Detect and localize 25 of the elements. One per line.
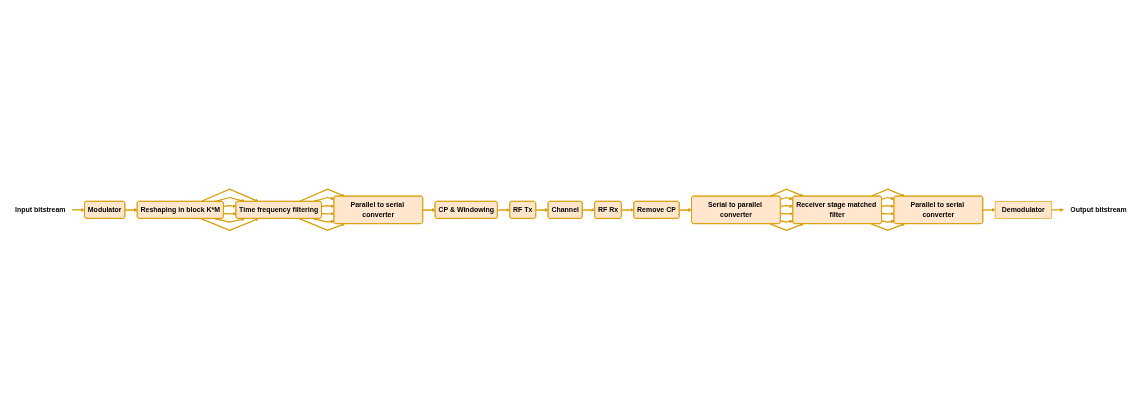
- arrow: [321, 203, 335, 208]
- arrow: [298, 217, 345, 231]
- arrow: [780, 211, 794, 216]
- arrow: [535, 207, 549, 212]
- arrow: [71, 207, 85, 212]
- arrow: [321, 211, 335, 216]
- arrow: [582, 207, 596, 212]
- arrow: [881, 211, 895, 216]
- arrow: [621, 207, 635, 212]
- arrow: [881, 203, 895, 208]
- arrow: [223, 211, 237, 216]
- arrow: [1050, 207, 1065, 212]
- arrow: [870, 222, 905, 231]
- arrow: [497, 207, 511, 212]
- arrow: [200, 217, 259, 231]
- arrow: [982, 207, 996, 212]
- arrow: [780, 203, 794, 208]
- arrow: [678, 207, 693, 212]
- arrow: [780, 196, 794, 200]
- arrow: [881, 196, 895, 200]
- arrow: [881, 219, 895, 223]
- arrow: [223, 203, 237, 208]
- arrow: [422, 207, 436, 212]
- arrow: [780, 219, 794, 223]
- arrow: [769, 222, 804, 231]
